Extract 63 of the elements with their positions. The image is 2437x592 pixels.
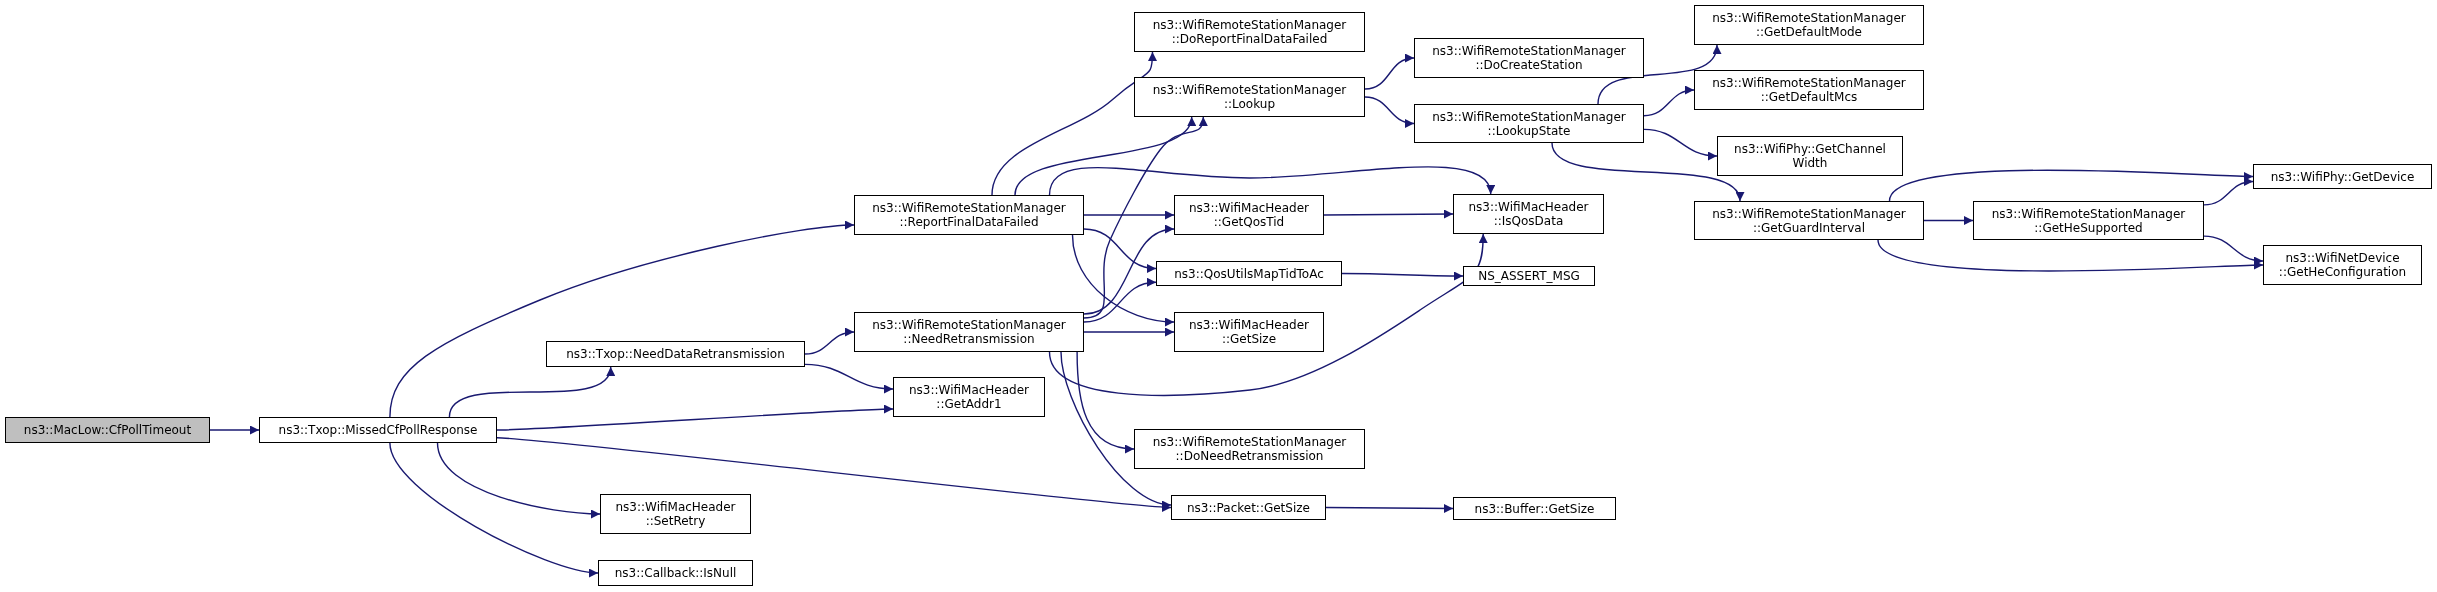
arrow (1083, 210, 1175, 220)
arrow (1083, 278, 1157, 323)
function-box: ns3::WifiRemoteStationManager ::LookupState (1414, 104, 1644, 143)
function-box: ns3::Buffer::GetSize (1453, 497, 1616, 520)
arrow (1076, 351, 1135, 453)
function-box: ns3::WifiRemoteStationManager ::GetHeSupported (1973, 201, 2204, 240)
arrow (1048, 233, 1488, 397)
arrow (1341, 271, 1464, 281)
arrow (1083, 116, 1207, 319)
function-box: ns3::WifiRemoteStationManager ::ReportFinalDataFailed (854, 195, 1084, 235)
arrow (389, 442, 599, 577)
function-box: ns3::WifiMacHeader ::GetAddr1 (893, 377, 1045, 417)
arrow (1083, 225, 1175, 315)
arrow (1888, 169, 2254, 202)
arrow (2203, 235, 2264, 265)
function-box: ns3::WifiRemoteStationManager ::DoReportFinalDataFailed (1134, 12, 1365, 52)
function-box: ns3::Packet::GetSize (1171, 495, 1326, 520)
function-box: ns3::WifiRemoteStationManager ::DoCreateStation (1414, 38, 1644, 78)
arrow (1014, 116, 1194, 196)
arrow (389, 220, 855, 418)
arrow (2203, 177, 2254, 206)
function-box: ns3::WifiPhy::GetChannel Width (1717, 136, 1903, 176)
function-box: NS_ASSERT_MSG (1463, 266, 1595, 286)
arrow (209, 425, 260, 435)
function-box: ns3::WifiNetDevice ::GetHeConfiguration (2263, 245, 2422, 285)
arrow (1071, 234, 1175, 326)
function-box: ns3::MacLow::CfPollTimeout (5, 417, 210, 443)
arrow (1643, 86, 1695, 117)
arrow (436, 442, 601, 519)
function-box: ns3::WifiRemoteStationManager ::GetDefaultMode (1694, 5, 1924, 45)
arrow (804, 363, 894, 394)
function-box: ns3::WifiMacHeader ::GetQosTid (1174, 195, 1324, 235)
arrow (1323, 209, 1454, 219)
function-box: ns3::WifiMacHeader ::IsQosData (1453, 194, 1604, 234)
arrow (804, 328, 855, 355)
function-box: ns3::WifiMacHeader ::SetRetry (600, 494, 751, 534)
arrow (1364, 96, 1415, 128)
function-box: ns3::WifiRemoteStationManager ::NeedRetransmission (854, 312, 1084, 352)
arrow (991, 51, 1157, 196)
arrow (448, 366, 613, 418)
arrow (496, 404, 894, 431)
arrow (1083, 228, 1157, 273)
arrow (496, 437, 1172, 512)
function-box: ns3::Txop::NeedDataRetransmission (546, 341, 805, 367)
function-box: ns3::WifiRemoteStationManager ::GetGuardInterval (1694, 201, 1924, 240)
function-box: ns3::WifiMacHeader ::GetSize (1174, 312, 1324, 352)
function-box: ns3::QosUtilsMapTidToAc (1156, 261, 1342, 286)
arrow (1597, 44, 1720, 105)
function-box: ns3::Callback::IsNull (598, 560, 753, 586)
arrow (1551, 142, 1742, 202)
arrow (1060, 351, 1172, 508)
function-box: ns3::WifiRemoteStationManager ::GetDefaultMcs (1694, 70, 1924, 110)
function-box: ns3::Txop::MissedCfPollResponse (259, 417, 497, 443)
arrow (1048, 166, 1493, 196)
arrow (1325, 504, 1454, 513)
function-box: ns3::WifiRemoteStationManager ::DoNeedRetransmission (1134, 429, 1365, 469)
arrow (1364, 54, 1415, 90)
arrow (1643, 128, 1718, 160)
arrow (1083, 327, 1175, 337)
arrow (1923, 216, 1974, 225)
arrow (1877, 239, 2264, 272)
function-box: ns3::WifiPhy::GetDevice (2253, 164, 2432, 189)
function-box: ns3::WifiRemoteStationManager ::Lookup (1134, 77, 1365, 117)
